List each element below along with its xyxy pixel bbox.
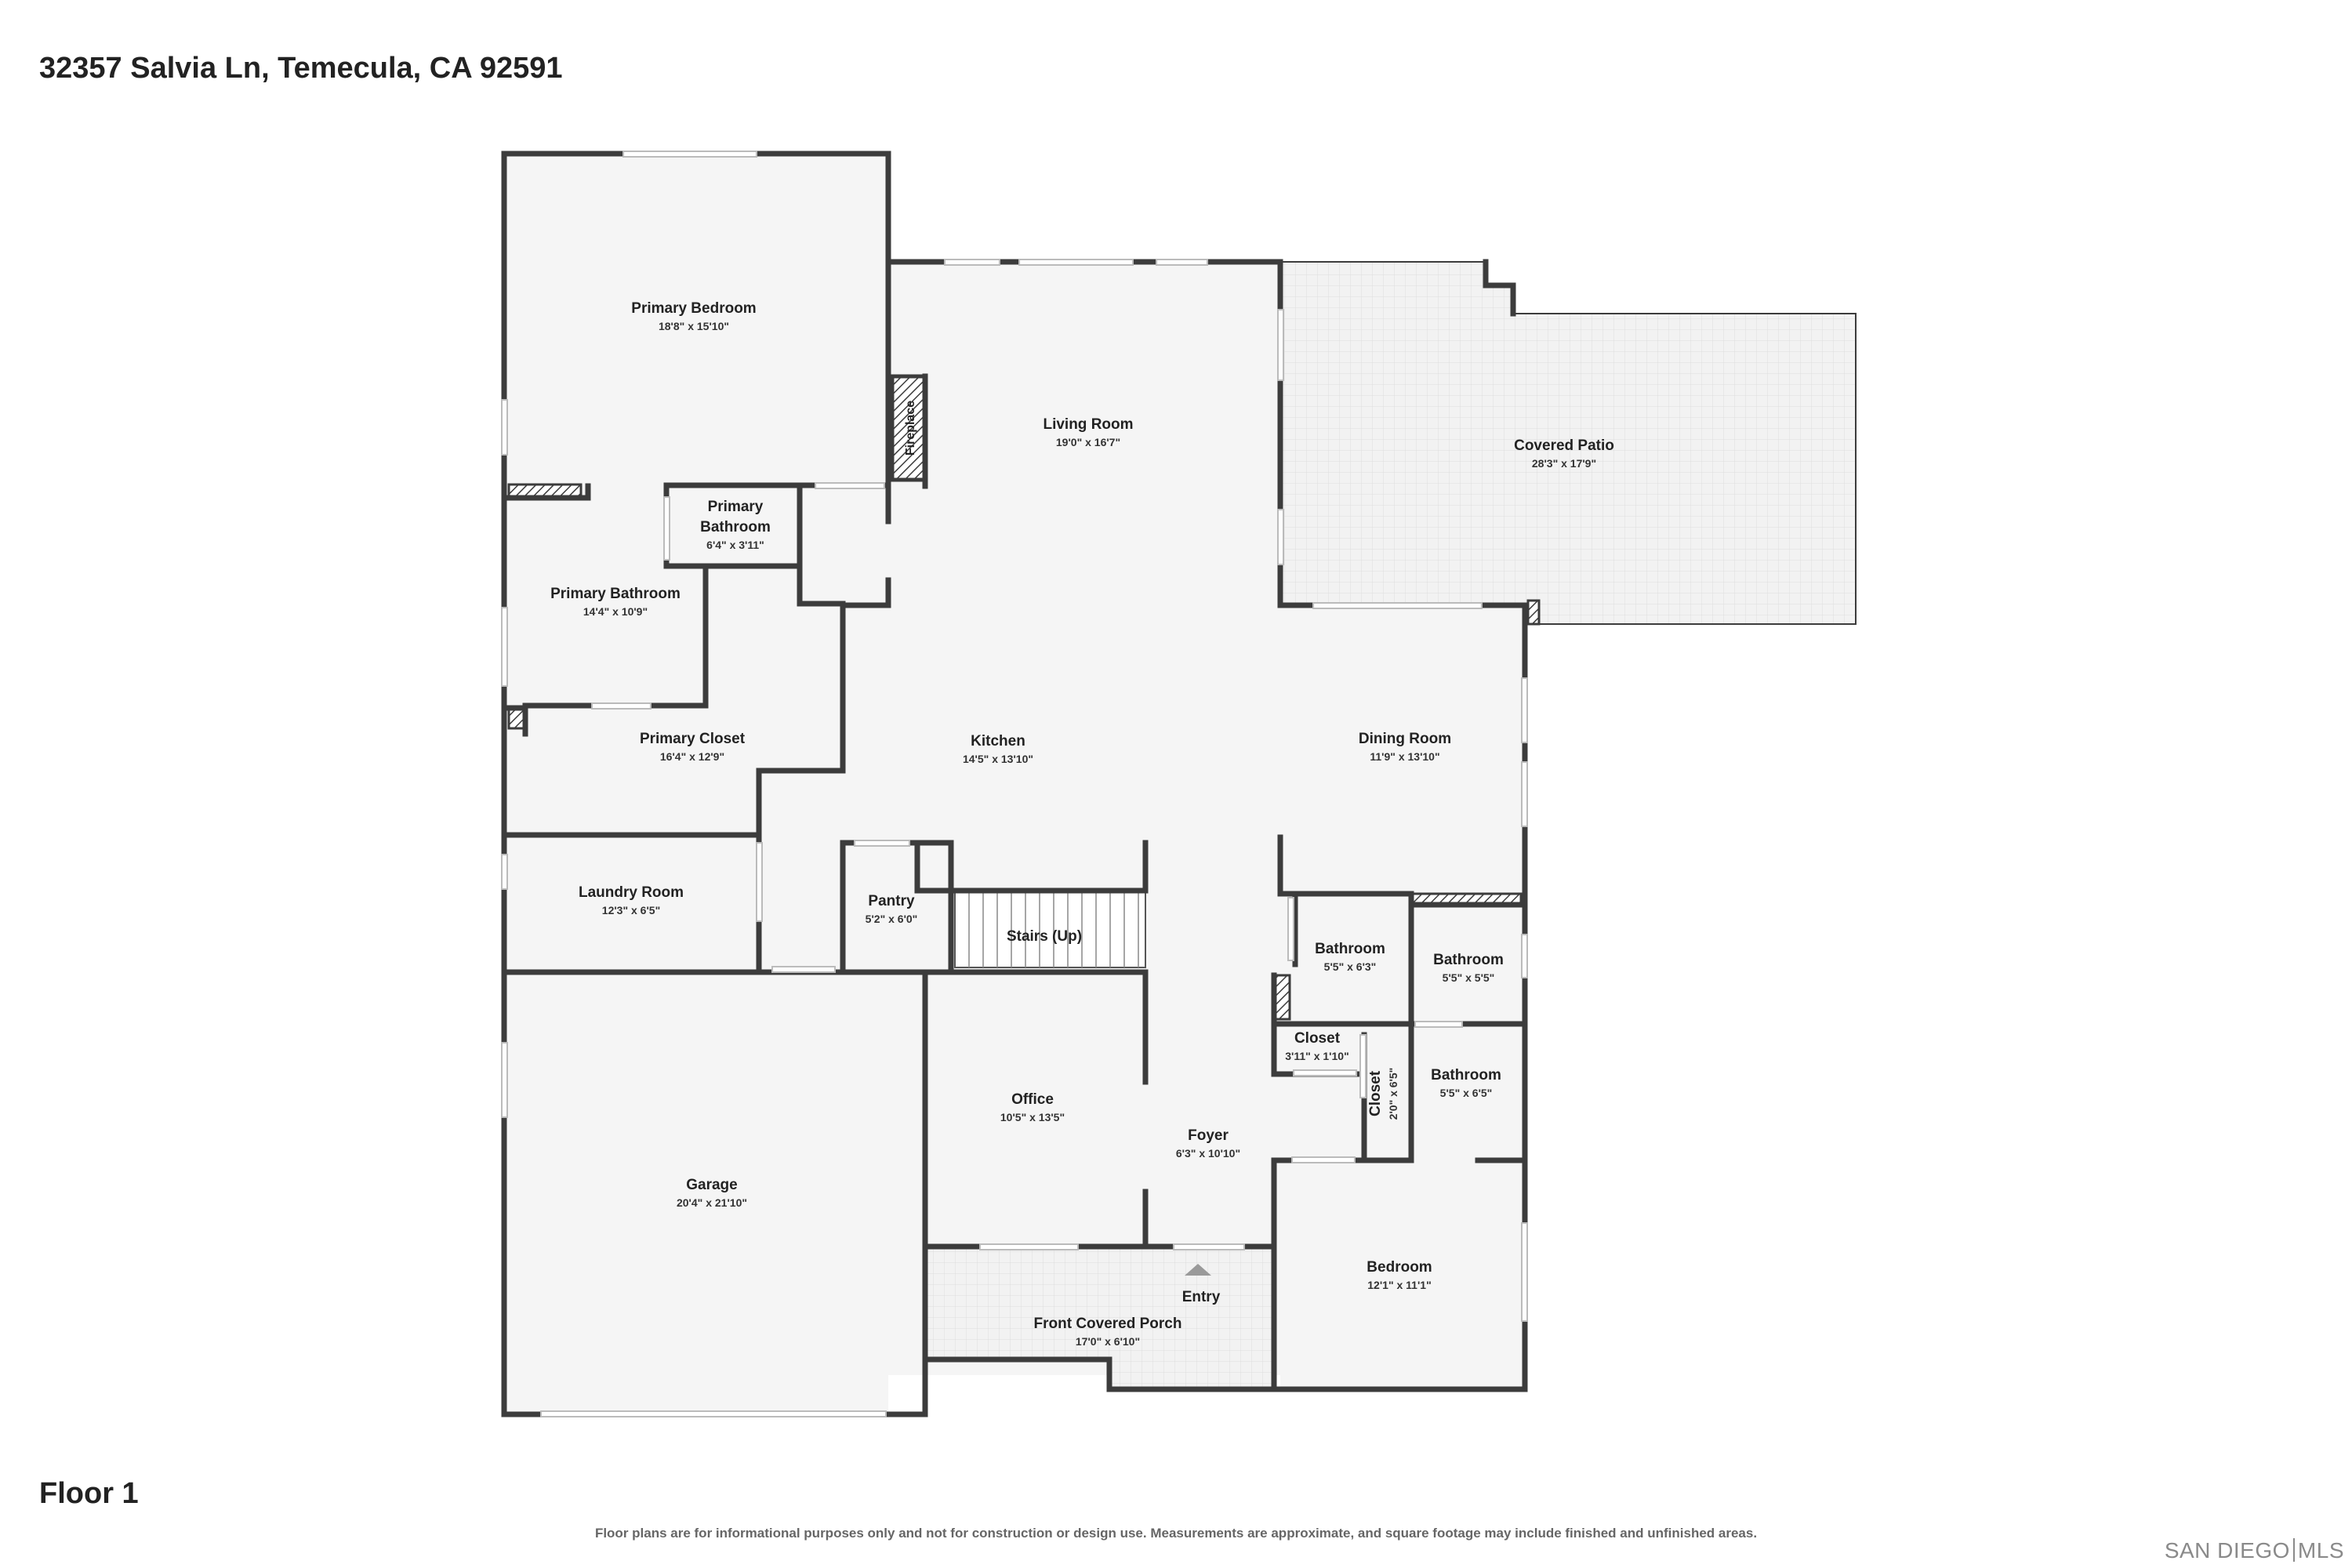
covered-patio-name: Covered Patio (1514, 437, 1614, 454)
primary-bathroom-dims: 14'4" x 10'9" (583, 605, 648, 618)
front-porch-name: Front Covered Porch (1034, 1316, 1182, 1332)
primary-bedroom-dims: 18'8" x 15'10" (659, 320, 729, 332)
primary-bathroom-name: Primary Bathroom (550, 586, 681, 602)
floor-areas (504, 154, 1525, 1414)
living-room-dims: 19'0" x 16'7" (1056, 436, 1120, 448)
laundry-room-name: Laundry Room (579, 884, 684, 901)
pantry-name: Pantry (868, 893, 915, 909)
entry-arrow-icon (1185, 1264, 1211, 1276)
dining-room-dims: 11'9" x 13'10" (1370, 750, 1439, 763)
bathroom-a-name: Bathroom (1315, 941, 1385, 957)
floor-label: Floor 1 (39, 1477, 139, 1510)
bathroom-b-name: Bathroom (1433, 952, 1504, 968)
bathroom-a-dims: 5'5" x 6'3" (1324, 960, 1377, 973)
walls (501, 151, 1528, 1417)
fireplace-label: Fireplace (904, 401, 917, 456)
mls-logo-divider (2292, 1538, 2295, 1562)
bedroom-dims: 12'1" x 11'1" (1367, 1279, 1431, 1291)
mls-logo-left: SAN DIEGO (2164, 1538, 2290, 1563)
entry-label: Entry (1182, 1289, 1221, 1305)
closet-b-name: Closet (1367, 1070, 1384, 1116)
kitchen-name: Kitchen (971, 733, 1025, 750)
laundry-room-dims: 12'3" x 6'5" (602, 904, 660, 916)
disclaimer-text: Floor plans are for informational purpos… (594, 1526, 1758, 1541)
covered-patio-dims: 28'3" x 17'9" (1532, 457, 1596, 470)
garage-dims: 20'4" x 21'10" (677, 1196, 747, 1209)
pantry-dims: 5'2" x 6'0" (866, 913, 918, 925)
dining-room-name: Dining Room (1359, 731, 1451, 747)
room-labels: Primary Bedroom 18'8" x 15'10" Living Ro… (550, 300, 1614, 1348)
garage-name: Garage (686, 1177, 737, 1193)
primary-bedroom-name: Primary Bedroom (631, 300, 756, 317)
office-dims: 10'5" x 13'5" (1000, 1111, 1065, 1123)
closet-a-name: Closet (1294, 1030, 1341, 1047)
living-room-name: Living Room (1043, 416, 1133, 433)
closet-a-dims: 3'11" x 1'10" (1285, 1050, 1348, 1062)
kitchen-dims: 14'5" x 13'10" (963, 753, 1033, 765)
stairs-graphic (954, 889, 1146, 968)
closet-b-dims: 2'0" x 6'5" (1387, 1068, 1399, 1120)
primary-closet-dims: 16'4" x 12'9" (660, 750, 724, 763)
mls-logo: SAN DIEGO MLS (2165, 1538, 2344, 1563)
primary-bathroom-small-dims: 6'4" x 3'11" (706, 539, 764, 551)
front-porch-area (925, 1247, 1274, 1388)
property-address: 32357 Salvia Ln, Temecula, CA 92591 (39, 52, 563, 85)
bathroom-c-name: Bathroom (1431, 1067, 1501, 1083)
mls-logo-right: MLS (2297, 1538, 2344, 1563)
primary-bathroom-small-name1: Primary (708, 499, 764, 515)
office-name: Office (1011, 1091, 1054, 1108)
foyer-dims: 6'3" x 10'10" (1176, 1147, 1240, 1160)
windows (501, 151, 1528, 1417)
primary-closet-name: Primary Closet (640, 731, 746, 747)
bathroom-c-dims: 5'5" x 6'5" (1440, 1087, 1493, 1099)
front-porch-dims: 17'0" x 6'10" (1076, 1335, 1140, 1348)
stairs-label: Stairs (Up) (1007, 928, 1082, 945)
primary-bathroom-small-name2: Bathroom (700, 519, 771, 535)
bedroom-name: Bedroom (1367, 1259, 1432, 1276)
bathroom-b-dims: 5'5" x 5'5" (1443, 971, 1495, 984)
foyer-name: Foyer (1188, 1127, 1229, 1144)
